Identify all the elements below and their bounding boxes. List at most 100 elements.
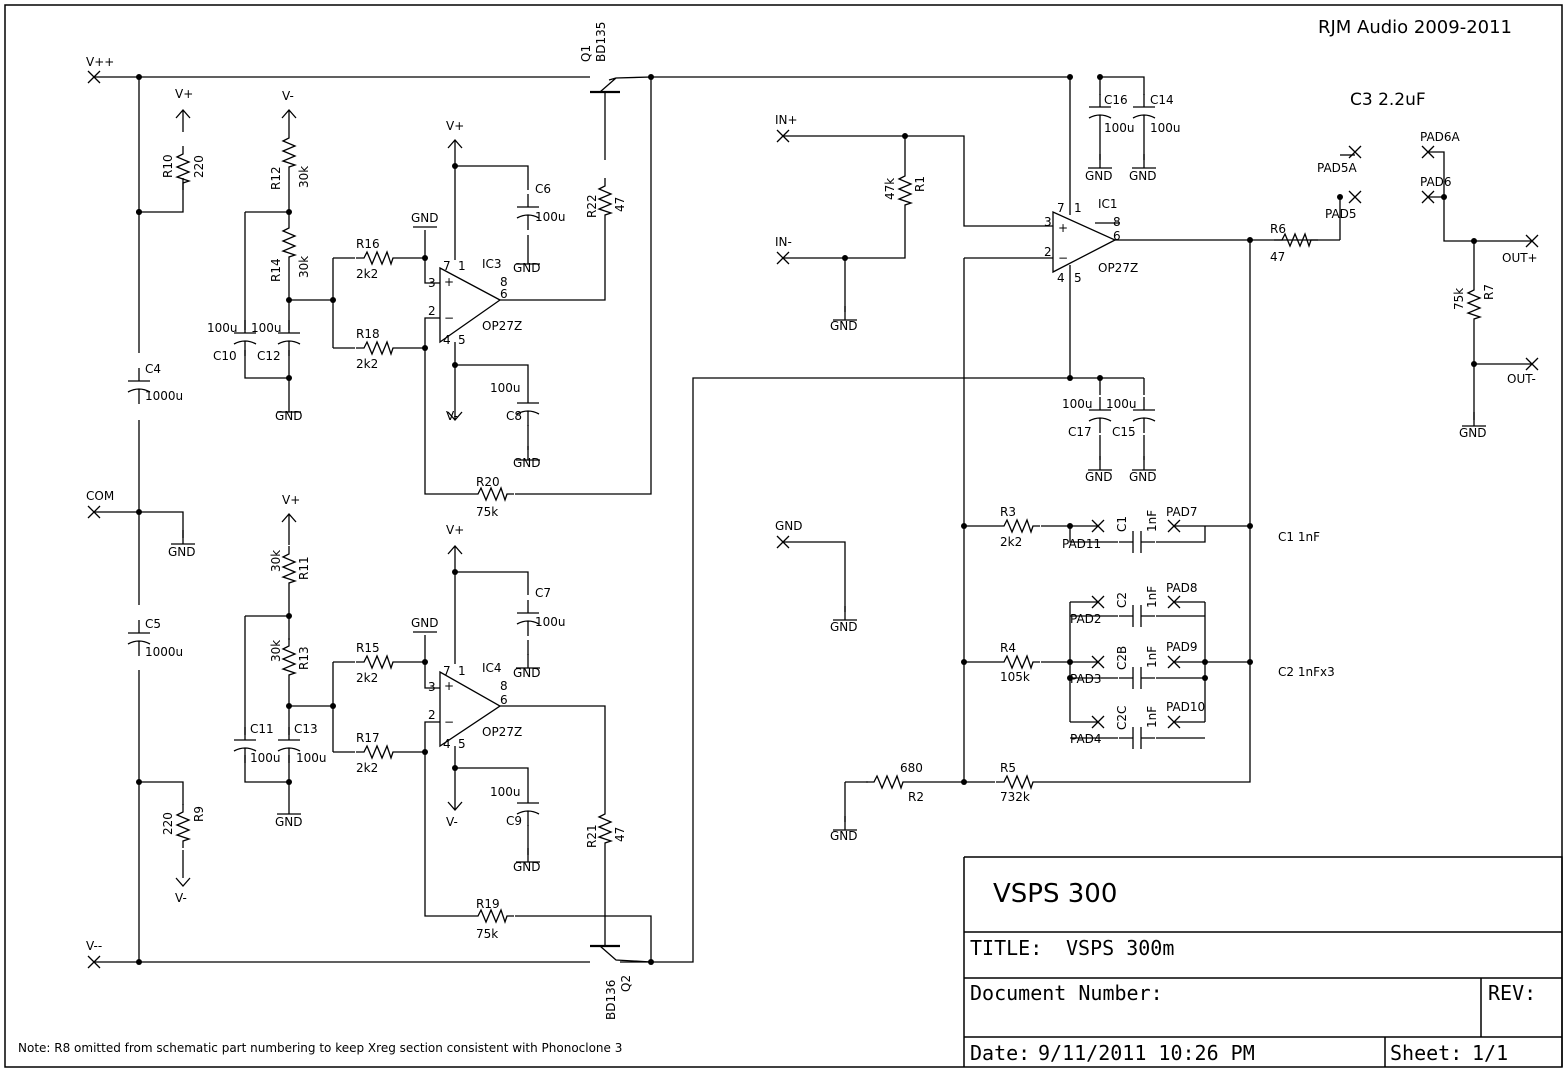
pad11: PAD11 bbox=[1062, 537, 1101, 551]
ic4-plus: + bbox=[444, 679, 454, 693]
gnd-terminal bbox=[776, 535, 858, 621]
net-in-plus: IN+ bbox=[775, 113, 798, 127]
ic1-amplifier bbox=[776, 74, 1341, 831]
r7-ref: R7 bbox=[1482, 284, 1496, 300]
gnd-c15: GND bbox=[1129, 470, 1157, 484]
annotation-c2: C2 1nFx3 bbox=[1278, 665, 1335, 679]
net-in-minus: IN- bbox=[775, 235, 792, 249]
pad3: PAD3 bbox=[1070, 672, 1102, 686]
ic4-pin7: 7 bbox=[443, 664, 451, 678]
ic3-pin6: 6 bbox=[500, 287, 508, 301]
ic1-plus: + bbox=[1058, 221, 1068, 235]
annotation-c1: C1 1nF bbox=[1278, 530, 1320, 544]
ic1-type: OP27Z bbox=[1098, 261, 1138, 275]
ic4-pin8: 8 bbox=[500, 679, 508, 693]
c2b-ref: C2B bbox=[1115, 646, 1129, 670]
r7-value: 75k bbox=[1452, 288, 1466, 310]
net-vp-r10: V+ bbox=[175, 87, 193, 101]
r15-ref: R15 bbox=[356, 641, 380, 655]
r10-value: 220 bbox=[192, 155, 206, 178]
net-com: COM bbox=[86, 489, 114, 503]
pad10: PAD10 bbox=[1166, 700, 1205, 714]
c14-value: 100u bbox=[1150, 121, 1181, 135]
ic3-pin1: 1 bbox=[458, 259, 466, 273]
r16-ref: R16 bbox=[356, 237, 380, 251]
ic4-minus: − bbox=[444, 715, 454, 729]
pad4: PAD4 bbox=[1070, 732, 1102, 746]
ic3-minus: − bbox=[444, 311, 454, 325]
r19-value: 75k bbox=[476, 927, 498, 941]
c2b-value: 1nF bbox=[1145, 646, 1159, 668]
gnd-c11: GND bbox=[275, 815, 303, 829]
net-vm-ic3: V- bbox=[446, 409, 458, 423]
c17-ref: C17 bbox=[1068, 425, 1092, 439]
r3-ref: R3 bbox=[1000, 505, 1016, 519]
gnd-ic4-in: GND bbox=[411, 616, 439, 630]
c11-ref: C11 bbox=[250, 722, 274, 736]
pad5: PAD5 bbox=[1325, 207, 1357, 221]
c1-value: 1nF bbox=[1145, 510, 1159, 532]
ic1-pin2: 2 bbox=[1044, 245, 1052, 259]
r1-value: 47k bbox=[883, 178, 897, 200]
q2-ref: Q2 bbox=[619, 975, 633, 992]
q2-value: BD136 bbox=[604, 980, 618, 1020]
net-out-plus: OUT+ bbox=[1502, 251, 1538, 265]
c4-ref: C4 bbox=[145, 362, 161, 376]
c12-ref: C12 bbox=[257, 349, 281, 363]
power-rails bbox=[87, 70, 1144, 969]
gnd-c9: GND bbox=[513, 860, 541, 874]
c9-ref: C9 bbox=[506, 814, 522, 828]
c13-ref: C13 bbox=[294, 722, 318, 736]
r17-value: 2k2 bbox=[356, 761, 378, 775]
c8-value: 100u bbox=[490, 381, 521, 395]
r17-ref: R17 bbox=[356, 731, 380, 745]
c17-value: 100u bbox=[1062, 397, 1093, 411]
c14-ref: C14 bbox=[1150, 93, 1174, 107]
ic1-pin8: 8 bbox=[1113, 215, 1121, 229]
q2-transistor bbox=[590, 850, 654, 965]
c12-value: 100u bbox=[251, 321, 282, 335]
footnote: Note: R8 omitted from schematic part num… bbox=[18, 1041, 622, 1055]
ic3-pin2: 2 bbox=[428, 304, 436, 318]
ic3-type: OP27Z bbox=[482, 319, 522, 333]
r1-ref: R1 bbox=[913, 176, 927, 192]
ic4-type: OP27Z bbox=[482, 725, 522, 739]
gnd-in: GND bbox=[830, 319, 858, 333]
c15-ref: C15 bbox=[1112, 425, 1136, 439]
r4-value: 105k bbox=[1000, 670, 1030, 684]
gnd-c8: GND bbox=[513, 456, 541, 470]
net-vm-ic4: V- bbox=[446, 815, 458, 829]
ic3-pin5: 5 bbox=[458, 333, 466, 347]
gnd-c14: GND bbox=[1129, 169, 1157, 183]
r22-r21 bbox=[500, 177, 612, 851]
gnd-terminal-gnd: GND bbox=[830, 620, 858, 634]
c9-value: 100u bbox=[490, 785, 521, 799]
gnd-r2: GND bbox=[830, 829, 858, 843]
ic1-pin7: 7 bbox=[1057, 201, 1065, 215]
gnd-c16: GND bbox=[1085, 169, 1113, 183]
ic4-pin1: 1 bbox=[458, 664, 466, 678]
net-vp-ic3: V+ bbox=[446, 119, 464, 133]
sheet-label: Sheet: bbox=[1390, 1041, 1462, 1065]
net-vm-r9: V- bbox=[175, 891, 187, 905]
q1-ref: Q1 bbox=[579, 45, 593, 62]
gnd-r7: GND bbox=[1459, 426, 1487, 440]
riaa-network bbox=[961, 519, 1253, 750]
r21-ref: R21 bbox=[585, 824, 599, 848]
r20-ref: R20 bbox=[476, 475, 500, 489]
ic3-pin3: 3 bbox=[428, 276, 436, 290]
output-section bbox=[1337, 145, 1539, 427]
gnd-c17: GND bbox=[1085, 470, 1113, 484]
ic4-pin4: 4 bbox=[443, 737, 451, 751]
r16-value: 2k2 bbox=[356, 267, 378, 281]
c5-ref: C5 bbox=[145, 617, 161, 631]
r2-ref: R2 bbox=[908, 790, 924, 804]
ic3-pin8: 8 bbox=[500, 275, 508, 289]
ic1-pin4: 4 bbox=[1057, 271, 1065, 285]
r5-value: 732k bbox=[1000, 790, 1030, 804]
r14-ref: R14 bbox=[269, 258, 283, 282]
ic4-pin3: 3 bbox=[428, 680, 436, 694]
ic4-pin5: 5 bbox=[458, 737, 466, 751]
r4-ref: R4 bbox=[1000, 641, 1016, 655]
